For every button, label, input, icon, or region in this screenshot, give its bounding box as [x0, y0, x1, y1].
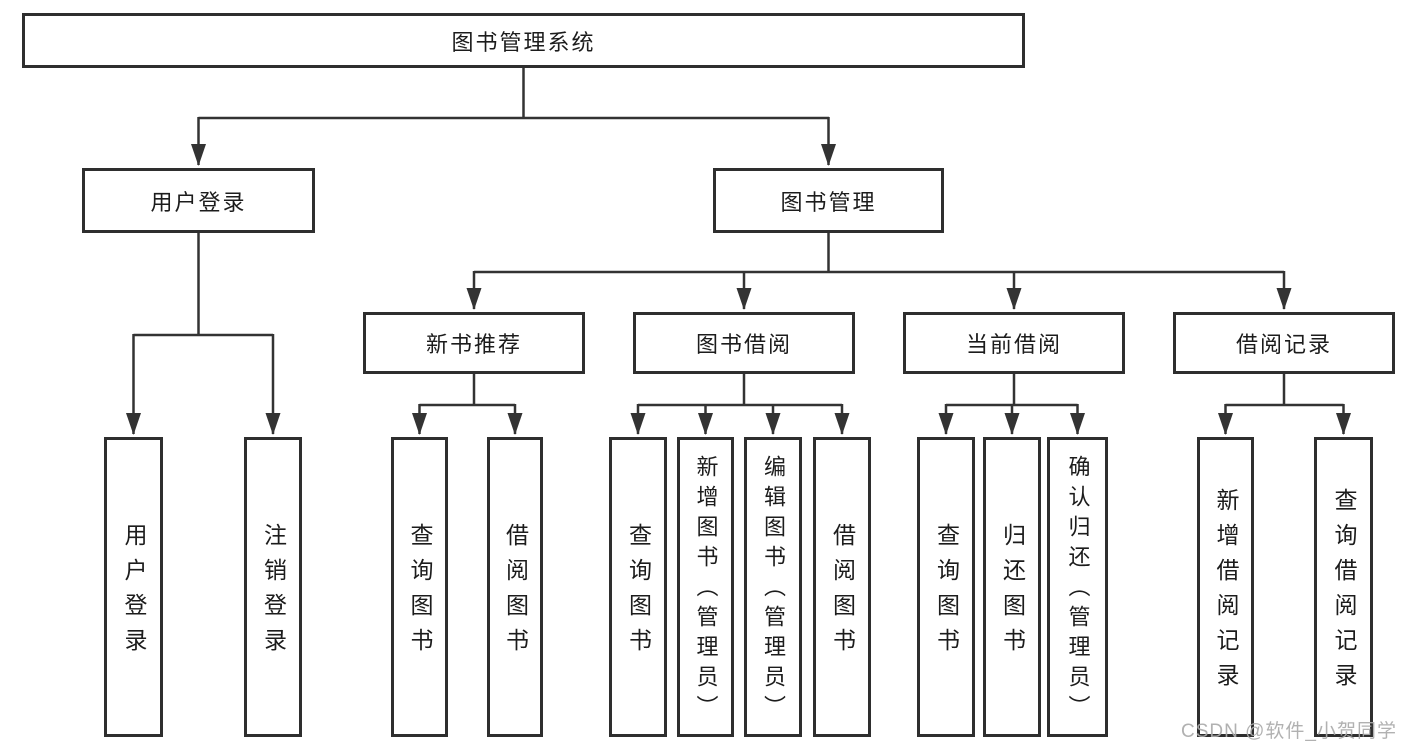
node-label: 新增图书（管理员）	[693, 455, 719, 725]
leaf-borrow-books-1: 借阅图书	[487, 437, 543, 737]
node-label: 注销登录	[260, 523, 287, 663]
csdn-watermark: CSDN @软件_小贺同学	[1181, 721, 1397, 742]
node-borrow-records: 借阅记录	[1173, 312, 1395, 374]
node-label: 新增借阅记录	[1213, 488, 1239, 698]
node-book-borrow: 图书借阅	[633, 312, 855, 374]
node-label: 借阅图书	[502, 523, 529, 663]
node-label: 查询图书	[407, 523, 433, 663]
node-label: 查询借阅记录	[1331, 488, 1357, 698]
leaf-add-borrow-record: 新增借阅记录	[1197, 437, 1254, 737]
leaf-query-borrow-record: 查询借阅记录	[1314, 437, 1373, 737]
node-label: 当前借阅	[965, 332, 1062, 357]
leaf-return-books: 归还图书	[983, 437, 1041, 737]
node-label: 用户登录	[150, 189, 247, 215]
leaf-query-books-1: 查询图书	[391, 437, 448, 737]
node-label: 新书推荐	[425, 332, 522, 357]
node-user-login: 用户登录	[82, 168, 315, 233]
leaf-borrow-books-2: 借阅图书	[813, 437, 871, 737]
node-new-book-recommend: 新书推荐	[363, 312, 585, 374]
node-book-management: 图书管理	[713, 168, 944, 233]
node-current-borrow: 当前借阅	[903, 312, 1125, 374]
node-label: 借阅图书	[829, 523, 856, 663]
leaf-query-books-3: 查询图书	[917, 437, 975, 737]
node-label: 用户登录	[121, 523, 147, 663]
node-label: 图书管理	[780, 189, 877, 215]
node-label: 借阅记录	[1235, 332, 1332, 357]
leaf-user-login: 用户登录	[104, 437, 163, 737]
leaf-confirm-return-admin: 确认归还（管理员）	[1047, 437, 1108, 737]
node-label: 编辑图书（管理员）	[761, 455, 786, 725]
leaf-logout: 注销登录	[244, 437, 302, 737]
node-library-management-system: 图书管理系统	[22, 13, 1025, 68]
node-label: 确认归还（管理员）	[1065, 455, 1091, 725]
node-label: 图书管理系统	[451, 29, 596, 55]
leaf-query-books-2: 查询图书	[609, 437, 667, 737]
node-label: 查询图书	[625, 523, 652, 663]
node-label: 归还图书	[999, 523, 1026, 663]
leaf-add-books-admin: 新增图书（管理员）	[677, 437, 734, 737]
leaf-edit-books-admin: 编辑图书（管理员）	[744, 437, 802, 737]
node-label: 图书借阅	[695, 332, 792, 357]
node-label: 查询图书	[933, 523, 960, 663]
